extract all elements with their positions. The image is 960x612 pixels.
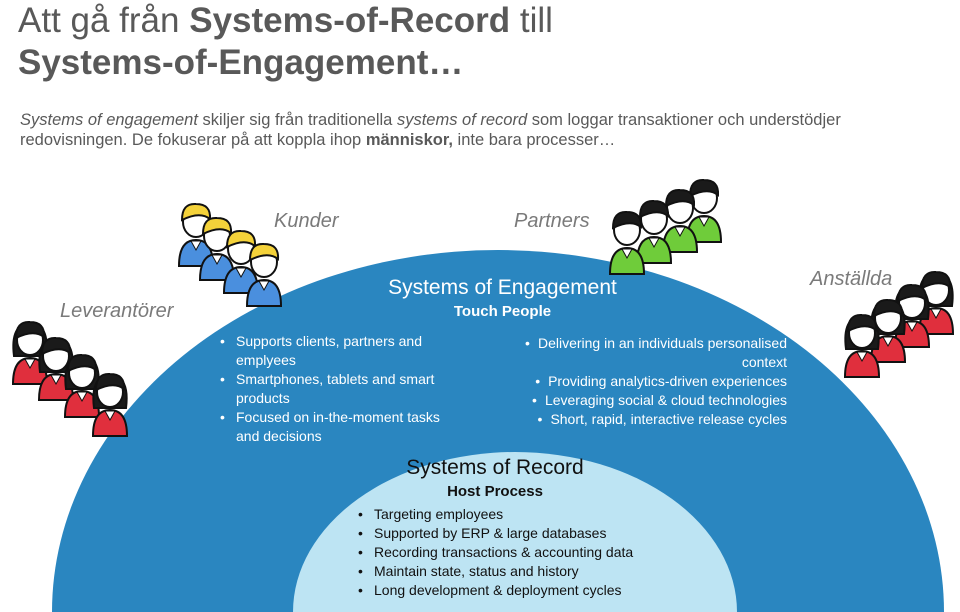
intro-italic-1: Systems of engagement — [20, 111, 198, 129]
soe-title: Systems of Engagement — [388, 276, 617, 299]
list-item: Short, rapid, interactive release cycles — [510, 410, 787, 429]
anstallda-person-icon — [893, 283, 931, 348]
title-bold: Systems-of-Record — [189, 1, 511, 40]
soe-right-list: Delivering in an individuals personalise… — [510, 334, 787, 429]
sor-list: Targeting employees Supported by ERP & l… — [358, 505, 678, 600]
anstallda-person-icon — [843, 313, 881, 378]
intro-italic-2: systems of record — [396, 111, 528, 129]
title-middle: till — [510, 1, 553, 40]
sor-subtitle: Host Process — [447, 483, 543, 500]
sor-title: Systems of Record — [406, 456, 584, 479]
list-item: Leveraging social & cloud technologies — [510, 391, 787, 410]
soe-left-list: Supports clients, partners and emplyees … — [220, 332, 460, 446]
label-anstallda: Anställda — [810, 268, 893, 290]
intro-text-4: inte bara processer… — [452, 131, 616, 149]
list-item: Providing analytics-driven experiences — [510, 372, 787, 391]
list-item: Supported by ERP & large databases — [358, 524, 678, 543]
kunder-person-icon — [222, 229, 260, 294]
kunder-person-icon — [198, 216, 236, 281]
people-layer — [11, 178, 955, 437]
partners-person-icon — [661, 188, 699, 253]
leverantorer-person-icon — [37, 336, 75, 401]
list-item: Recording transactions & accounting data — [358, 543, 678, 562]
intro-text-2: som loggar transaktioner och understödje… — [20, 111, 841, 149]
list-item: Maintain state, status and history — [358, 562, 678, 581]
title-prefix: Att gå från — [18, 1, 190, 40]
intro-text: Systems of engagement skiljer sig från t… — [20, 110, 940, 150]
leverantorer-person-icon — [91, 372, 129, 437]
partners-person-icon — [685, 178, 723, 243]
title-line2: Systems-of-Engagement… — [18, 43, 464, 82]
label-kunder: Kunder — [274, 210, 339, 232]
label-partners: Partners — [514, 210, 590, 232]
intro-bold: människor, — [365, 131, 453, 149]
list-item: Long development & deployment cycles — [358, 581, 678, 600]
partners-person-icon — [635, 199, 673, 264]
list-item: Delivering in an individuals personalise… — [510, 334, 787, 372]
list-item: Targeting employees — [358, 505, 678, 524]
soe-subtitle: Touch People — [453, 303, 552, 320]
intro-text-3: De fokuserar på att koppla ihop — [131, 131, 366, 149]
list-item: Supports clients, partners and emplyees — [220, 332, 460, 370]
intro-text-1: skiljer sig från traditionella — [197, 111, 397, 129]
kunder-person-icon — [245, 242, 283, 307]
leverantorer-person-icon — [63, 353, 101, 418]
slide-title: Att gå från Systems-of-Record till Syste… — [18, 0, 553, 84]
partners-person-icon — [608, 210, 646, 275]
list-item: Focused on in-the-moment tasks and decis… — [220, 408, 460, 446]
list-item: Smartphones, tablets and smart products — [220, 370, 460, 408]
label-leverantorer: Leverantörer — [60, 300, 174, 322]
